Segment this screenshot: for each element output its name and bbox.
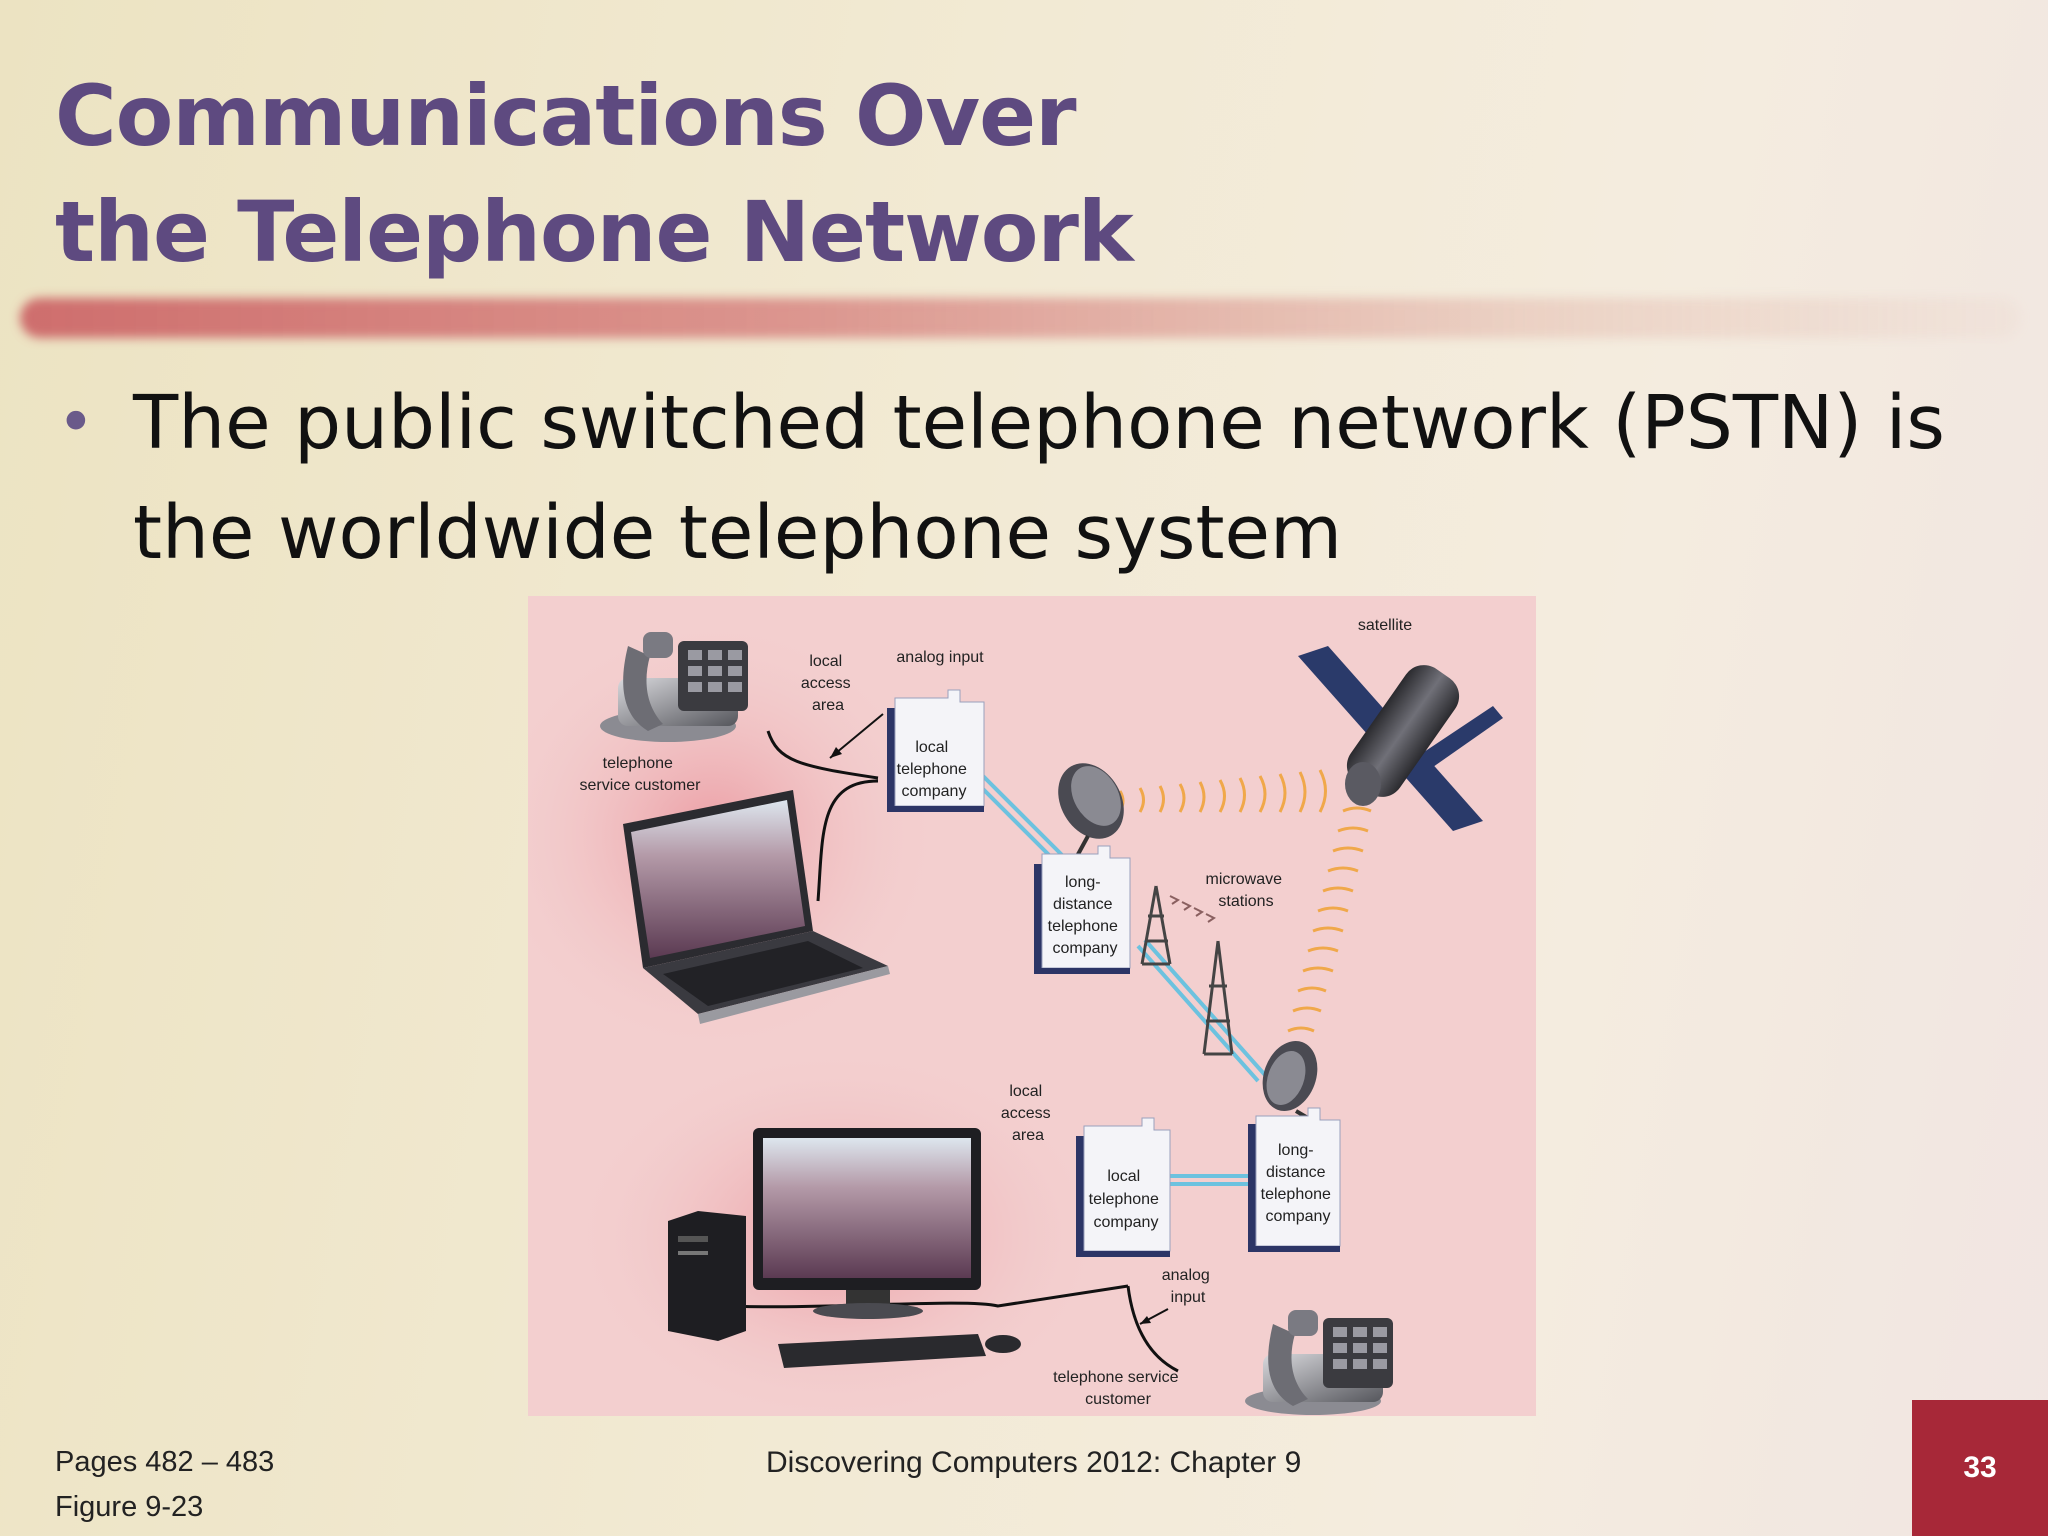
label-customer-top-1: telephone (603, 755, 673, 772)
label-local-access-bottom-1: local (1009, 1083, 1042, 1100)
laptop-icon (623, 790, 890, 1024)
long-distance-bottom-line1: long- (1278, 1142, 1314, 1159)
svg-text:microwave stations: microwave stations (1206, 871, 1287, 910)
bullet-marker: • (57, 386, 95, 460)
bullet-list: • The public switched telephone network … (55, 368, 2015, 588)
title-line-2: the Telephone Network (55, 183, 1134, 281)
microwave-tower-2-icon (1202, 940, 1234, 1056)
svg-text:telephone service customer: telephone service customer (580, 755, 702, 794)
title-divider (20, 298, 2020, 338)
dish-antenna-bottom-icon (1262, 1041, 1320, 1126)
satellite-link-vertical (1287, 806, 1372, 1033)
slide-title: Communications Over the Telephone Networ… (55, 58, 1134, 290)
label-local-access-bottom-3: area (1012, 1127, 1044, 1144)
pstn-diagram-svg: local telephone company long- distance t… (483, 596, 1536, 1426)
local-company-bottom-line2: telephone (1089, 1191, 1159, 1208)
long-distance-company-bottom-building (1248, 1107, 1341, 1252)
svg-text:local access area: local access area (1001, 1083, 1055, 1144)
label-analog-input-top: analog input (896, 649, 984, 666)
svg-text:analog input: analog input (1162, 1267, 1215, 1306)
label-customer-bottom-2: customer (1085, 1391, 1151, 1408)
bullet-item: • The public switched telephone network … (55, 368, 2015, 588)
local-company-bottom-line3: company (1094, 1214, 1159, 1231)
microwave-tower-1-icon (1140, 885, 1172, 966)
local-telephone-company-top-building (887, 689, 985, 812)
satellite-link-horizontal (1118, 769, 1327, 813)
svg-text:telephone service customer: telephone service customer (1053, 1369, 1183, 1408)
label-customer-top-2: service customer (580, 777, 702, 794)
footer-pages: Pages 482 – 483 (55, 1446, 275, 1478)
slide-number-badge: 33 (1912, 1400, 2048, 1536)
long-distance-bottom-line2: distance (1266, 1164, 1326, 1181)
local-telephone-company-bottom-building (1076, 1117, 1171, 1257)
bullet-text: The public switched telephone network (P… (133, 380, 1945, 576)
label-analog-input-bottom-1: analog (1162, 1267, 1210, 1284)
desktop-computer-icon (668, 1128, 1021, 1368)
label-local-access-top-2: access (801, 675, 851, 692)
title-line-1: Communications Over (55, 67, 1077, 165)
arrow-head-top (830, 747, 842, 758)
label-customer-bottom-1: telephone service (1053, 1369, 1179, 1386)
label-microwave-1: microwave (1206, 871, 1283, 888)
microwave-beam (1169, 895, 1216, 923)
telephone-top-icon (600, 632, 748, 742)
footer-figure: Figure 9-23 (55, 1491, 204, 1523)
label-local-access-bottom-2: access (1001, 1105, 1051, 1122)
telephone-bottom-icon (1245, 1310, 1393, 1415)
satellite-icon (1298, 646, 1503, 831)
long-distance-bottom-line3: telephone (1261, 1186, 1331, 1203)
long-distance-top-line1: long- (1065, 874, 1101, 891)
label-satellite: satellite (1358, 617, 1412, 634)
label-analog-input-bottom-2: input (1171, 1289, 1206, 1306)
svg-text:long- distance telepho: long- distance telephone company (1048, 874, 1123, 957)
pstn-diagram: local telephone company long- distance t… (483, 596, 1536, 1426)
svg-text:local telephone compan: local telephone company (897, 739, 972, 800)
label-local-access-top-1: local (809, 653, 842, 670)
long-distance-top-line3: telephone (1048, 918, 1118, 935)
long-distance-bottom-line4: company (1266, 1208, 1331, 1225)
label-local-access-top-3: area (812, 697, 844, 714)
svg-text:local access area: local access area (801, 653, 855, 714)
long-distance-company-top-building (1034, 845, 1131, 974)
svg-text:long- distance telepho: long- distance telephone company (1261, 1142, 1336, 1225)
arrow-head-bottom (1140, 1316, 1151, 1324)
local-company-bottom-line1: local (1107, 1168, 1140, 1185)
svg-text:local telephone compan: local telephone company (1089, 1168, 1164, 1231)
label-microwave-2: stations (1218, 893, 1273, 910)
local-company-top-line2: telephone (897, 761, 967, 778)
footer-course: Discovering Computers 2012: Chapter 9 (766, 1446, 1302, 1479)
local-company-top-line1: local (915, 739, 948, 756)
slide-number: 33 (1963, 1451, 1997, 1484)
dish-antenna-top-icon (1058, 763, 1124, 859)
footer-references: Pages 482 – 483 Figure 9-23 (55, 1440, 274, 1530)
long-distance-top-line4: company (1053, 940, 1118, 957)
local-company-top-line3: company (902, 783, 967, 800)
long-distance-top-line2: distance (1053, 896, 1113, 913)
